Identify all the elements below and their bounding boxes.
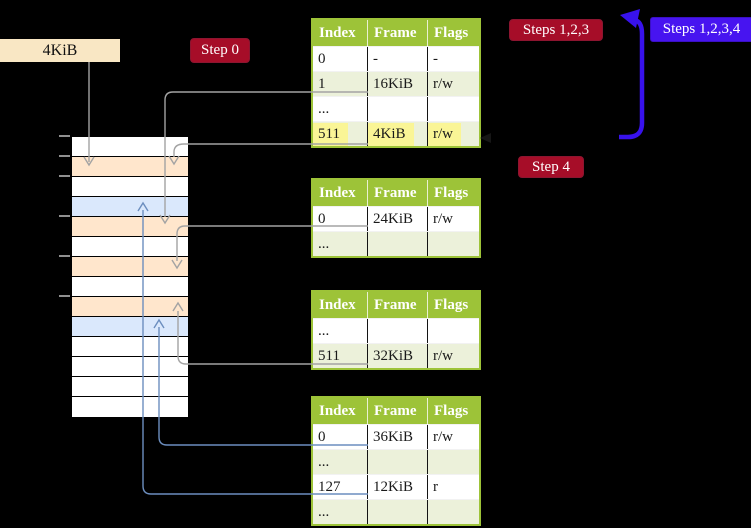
memory-frame-row-white: [72, 357, 188, 377]
table-cell: ...: [318, 454, 330, 470]
table-cell: ...: [318, 323, 330, 339]
table-cell: [367, 450, 427, 474]
table-cell: [367, 319, 427, 343]
header-cell: Frame: [367, 20, 427, 46]
memory-frame-row-peach: [72, 157, 188, 177]
table-row: ...: [313, 449, 479, 474]
header-cell: Flags: [427, 180, 479, 206]
table-row: ...: [313, 499, 479, 524]
header-cell: Index: [319, 403, 356, 419]
table-cell: ...: [318, 504, 330, 520]
table-cell: r/w: [427, 425, 479, 449]
table-cell: ...: [318, 236, 330, 252]
header-cell: Flags: [427, 292, 479, 318]
memory-frame-row-blue: [72, 197, 188, 217]
memory-frame-row-white: [72, 177, 188, 197]
header-cell: Frame: [367, 398, 427, 424]
memory-frame-row-white: [72, 337, 188, 357]
table-cell: [367, 500, 427, 524]
table-cell: ...: [318, 101, 330, 117]
badge-steps-1-2-3-4: Steps 1,2,3,4: [650, 17, 751, 42]
table-cell: [367, 97, 427, 121]
header-cell: Flags: [427, 20, 479, 46]
frame-size-label: 4KiB: [0, 39, 120, 62]
table-cell: 1: [318, 76, 326, 92]
header-cell: Index: [319, 185, 356, 201]
header-cell: Frame: [367, 180, 427, 206]
table-cell: [367, 232, 427, 256]
table-cell: [427, 500, 479, 524]
table-cell: 0: [318, 211, 326, 227]
table-cell: 4KiB: [367, 122, 427, 146]
table-cell: r/w: [427, 72, 479, 96]
table-cell: 12KiB: [367, 475, 427, 499]
table-cell: 511: [318, 348, 340, 364]
table-cell: 16KiB: [367, 72, 427, 96]
table-cell: 24KiB: [367, 207, 427, 231]
table-row: ...: [313, 96, 479, 121]
memory-frame-row-blue: [72, 317, 188, 337]
table-cell: r/w: [427, 122, 479, 146]
table-cell: r: [427, 475, 479, 499]
table-cell: 0: [318, 429, 326, 445]
memory-frame-row-white: [72, 277, 188, 297]
memory-frame-row-white: [72, 377, 188, 397]
memory-frame-row-white: [72, 397, 188, 417]
memory-frame-row-white: [72, 237, 188, 257]
memory-frame-row-white: [72, 137, 188, 157]
table-row: 0 --: [313, 46, 479, 71]
header-cell: Frame: [367, 292, 427, 318]
table-row: ...: [313, 318, 479, 343]
table-cell: [427, 232, 479, 256]
loop-arrowhead-icon: [620, 9, 640, 28]
black-arrow-tip-icon: [480, 133, 491, 143]
table-cell: [427, 97, 479, 121]
table-cell: 511: [313, 122, 367, 146]
table-cell: 36KiB: [367, 425, 427, 449]
table-row: ...: [313, 231, 479, 256]
table-cell: -: [427, 47, 479, 71]
physical-memory-column: [71, 136, 189, 418]
table-cell: [427, 450, 479, 474]
header-cell: Index: [319, 297, 356, 313]
table-cell: 32KiB: [367, 344, 427, 368]
memory-frame-row-peach: [72, 217, 188, 237]
memory-frame-row-peach: [72, 257, 188, 277]
recursive-loop-arrow: [619, 17, 645, 140]
table-cell: r/w: [427, 207, 479, 231]
table-cell: 0: [318, 51, 326, 67]
table-cell: r/w: [427, 344, 479, 368]
header-cell: Index: [319, 25, 356, 41]
table-cell: [427, 319, 479, 343]
table-cell: -: [367, 47, 427, 71]
badge-step-0: Step 0: [190, 38, 250, 63]
table-cell: 127: [318, 479, 341, 495]
header-cell: Flags: [427, 398, 479, 424]
badge-steps-1-2-3: Steps 1,2,3: [509, 19, 603, 41]
badge-step-4: Step 4: [518, 156, 584, 178]
memory-tick-marks: [59, 135, 70, 297]
memory-frame-row-peach: [72, 297, 188, 317]
